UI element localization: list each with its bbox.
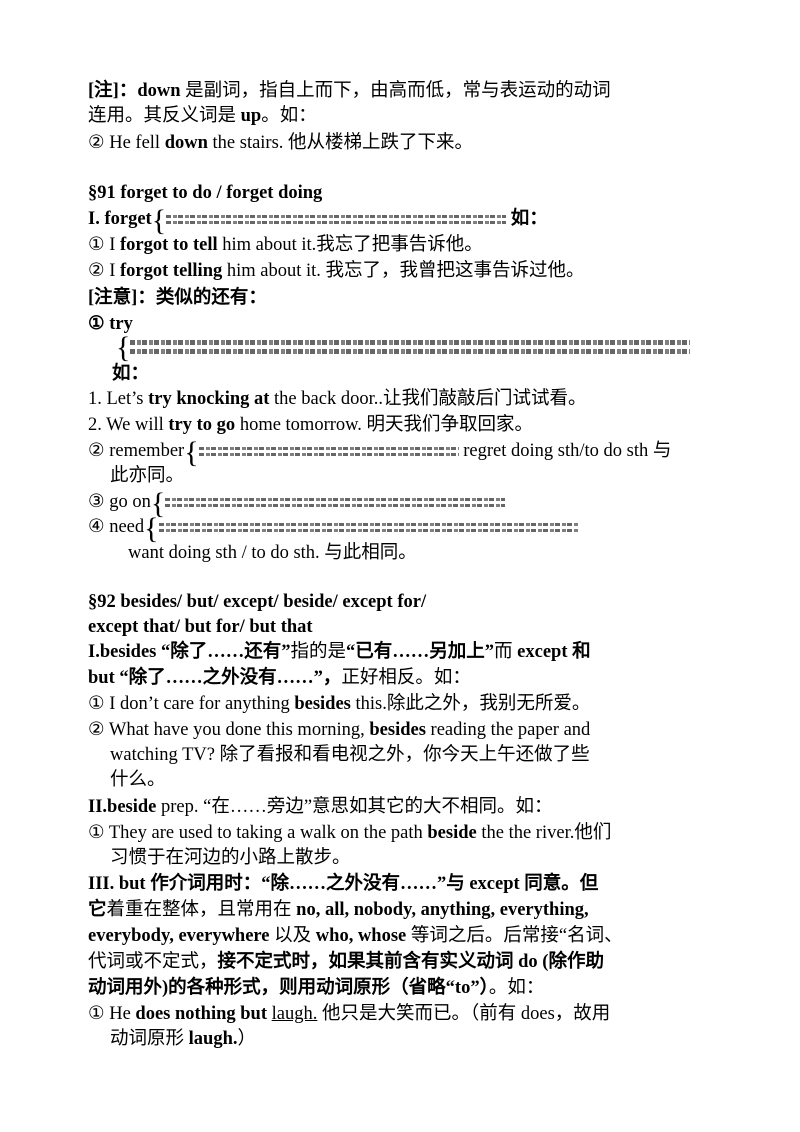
try-example-2: 2. We will try to go home tomorrow. 明天我们…	[88, 415, 534, 435]
illegible-text	[130, 336, 691, 358]
try-example-1: 1. Let’s try knocking at the back door..…	[88, 389, 587, 409]
section-92-title-2: except that/ but for/ but that	[88, 617, 313, 637]
example-ru: 如：	[112, 364, 150, 384]
want-line: want doing sth / to do sth. 与此相同。	[128, 543, 417, 563]
besides-example-2: ② What have you done this morning, besid…	[88, 720, 591, 740]
but-def-3: everybody, everywhere 以及 who, whose 等词之后…	[88, 926, 623, 946]
illegible-text	[158, 520, 579, 535]
remember-cont: 此亦同。	[110, 466, 185, 486]
besides-example-2-cont: watching TV? 除了看报和看电视之外，你今天上午还做了些	[110, 745, 590, 765]
but-def-5: 动词用外)的各种形式，则用动词原形（省略“to”）。如：	[88, 978, 545, 998]
note-example: ② He fell down the stairs. 他从楼梯上跌了下来。	[88, 133, 474, 153]
illegible-text	[166, 212, 507, 227]
besides-def-2: but “除了……之外没有……”，正好相反。如：	[88, 668, 471, 688]
forget-rule: I. forget{ 如：	[88, 204, 548, 237]
note-line-2: 连用。其反义词是 up。如：	[88, 106, 317, 126]
try-rule: {	[116, 333, 691, 363]
besides-def-1: I.besides “除了……还有”指的是“已有……另加上”而 except 和	[88, 642, 591, 662]
but-example: ① He does nothing but laugh. 他只是大笑而已。（前有…	[88, 1004, 611, 1024]
similar-note: [注意]：类似的还有：	[88, 288, 267, 308]
besides-example-1: ① I don’t care for anything besides this…	[88, 694, 591, 714]
section-92-title-1: §92 besides/ but/ except/ beside/ except…	[88, 592, 427, 612]
illegible-text	[198, 444, 459, 459]
beside-example-cont: 习惯于在河边的小路上散步。	[110, 848, 351, 868]
besides-example-2-end: 什么。	[110, 770, 166, 790]
beside-def: II.beside prep. “在……旁边”意思如其它的大不相同。如：	[88, 797, 553, 817]
forget-example-1: ① I forgot to tell him about it.我忘了把事告诉他…	[88, 235, 483, 255]
remember-rule: ② remember{ regret doing sth/to do sth 与	[88, 436, 672, 469]
but-def-1: III. but 作介词用时：“除……之外没有……”与 except 同意。但	[88, 874, 599, 894]
go-on-rule: ③ go on{	[88, 489, 506, 519]
section-91-title: §91 forget to do / forget doing	[88, 183, 323, 203]
forget-example-2: ② I forgot telling him about it. 我忘了，我曾把…	[88, 261, 585, 281]
try-label: ① try	[88, 314, 133, 334]
beside-example: ① They are used to taking a walk on the …	[88, 823, 612, 843]
but-def-4: 代词或不定式，接不定式时，如果其前含有实义动词 do (除作助	[88, 952, 604, 972]
need-rule: ④ need{	[88, 514, 579, 544]
but-example-cont: 动词原形 laugh.）	[110, 1029, 256, 1049]
note-line-1: [注]：down 是副词，指自上而下，由高而低，常与表运动的动词	[88, 81, 611, 101]
illegible-text	[165, 495, 506, 510]
but-def-2: 它着重在整体，且常用在 no, all, nobody, anything, e…	[88, 900, 589, 920]
